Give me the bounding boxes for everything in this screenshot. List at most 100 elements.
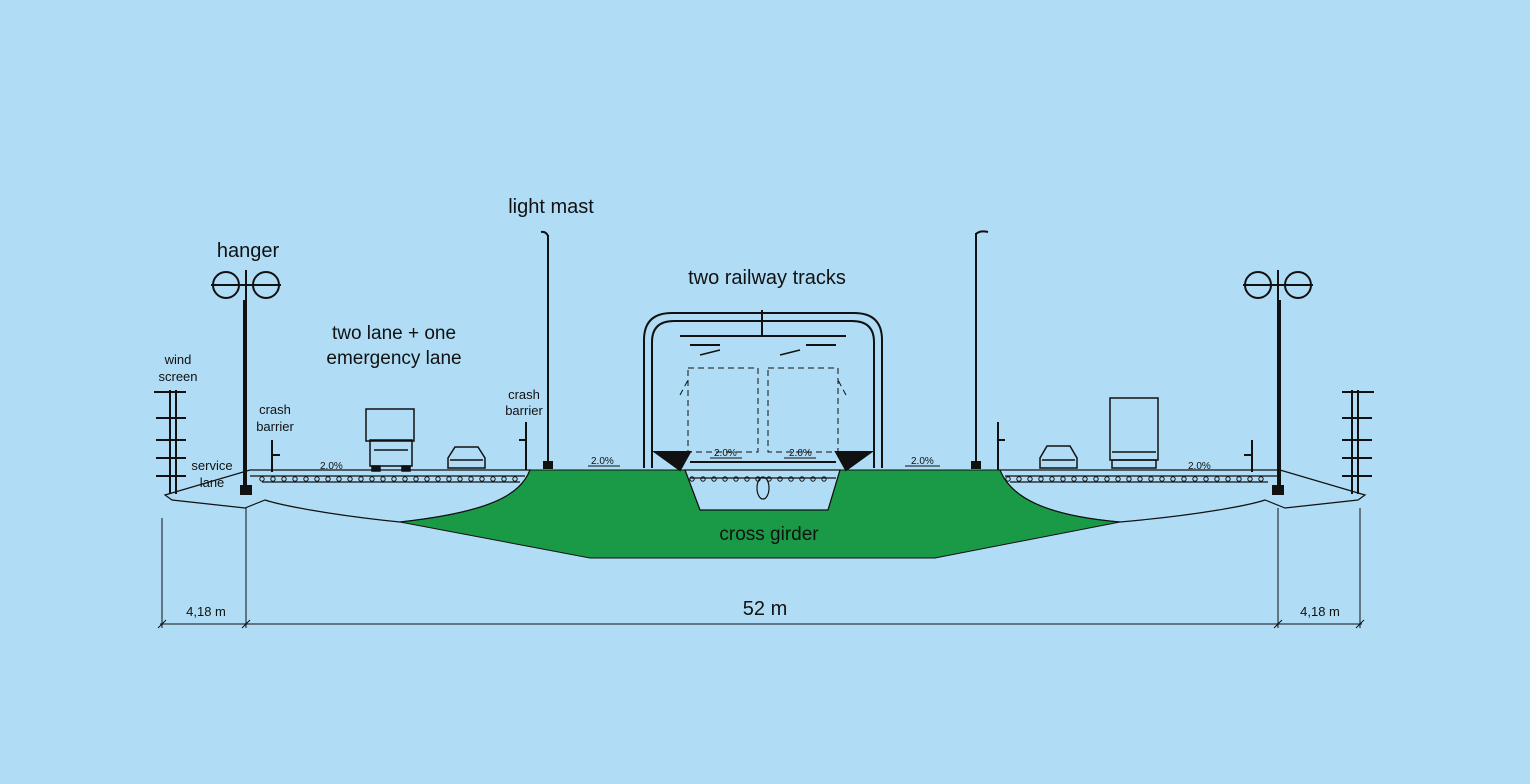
deck-stiffener-mark (777, 476, 783, 482)
slope-label-5: 2.0% (911, 456, 934, 467)
car-right (1039, 445, 1078, 469)
deck-stiffener-marks (259, 476, 1264, 482)
hanger-right (1243, 270, 1313, 495)
deck-stiffener-mark (755, 476, 761, 482)
deck-stiffener-mark (1016, 476, 1022, 482)
deck-stiffener-mark (1115, 476, 1121, 482)
hanger-left (211, 270, 281, 495)
truck-left (365, 408, 415, 472)
slope-markers (312, 457, 1218, 471)
center-box-girder (684, 469, 841, 511)
wind-screen-left (154, 390, 186, 494)
deck-stiffener-mark (1049, 476, 1055, 482)
deck-stiffener-mark (821, 476, 827, 482)
deck-stiffener-mark (810, 476, 816, 482)
light-mast-right (971, 230, 989, 469)
deck-stiffener-mark (281, 476, 287, 482)
deck-stiffener-mark (468, 476, 474, 482)
left-box-girder (163, 469, 531, 523)
slope-label-6: 2.0% (1188, 461, 1211, 472)
slope-label-1: 2.0% (320, 461, 343, 472)
label-hanger: hanger (217, 240, 280, 262)
deck-stiffener-mark (766, 476, 772, 482)
deck-stiffener-mark (733, 476, 739, 482)
deck-stiffener-mark (501, 476, 507, 482)
deck-stiffener-mark (435, 476, 441, 482)
deck-stiffener-mark (1027, 476, 1033, 482)
deck-stiffener-mark (700, 476, 706, 482)
deck-stiffener-mark (1071, 476, 1077, 482)
deck-stiffener-mark (1203, 476, 1209, 482)
deck-stiffener-mark (1192, 476, 1198, 482)
deck-stiffener-mark (369, 476, 375, 482)
crash-barrier-mid-right (997, 422, 1005, 470)
label-crash-barrier-mid-line1: crash (508, 387, 540, 402)
label-crash-barrier-mid-line2: barrier (505, 403, 543, 418)
deck-stiffener-mark (1148, 476, 1154, 482)
deck-stiffener-mark (325, 476, 331, 482)
deck-stiffener-mark (391, 476, 397, 482)
deck-stiffener-mark (402, 476, 408, 482)
deck-stiffener-mark (689, 476, 695, 482)
label-crash-barrier-left-line1: crash (259, 402, 291, 417)
deck-stiffener-mark (1082, 476, 1088, 482)
crash-barrier-left (271, 440, 280, 472)
label-light-mast: light mast (508, 196, 594, 218)
dimension-lines (157, 508, 1365, 629)
deck-stiffener-mark (512, 476, 518, 482)
train-outline (679, 367, 847, 453)
bus-right (1109, 397, 1159, 469)
deck-stiffener-mark (358, 476, 364, 482)
deck-stiffener-mark (336, 476, 342, 482)
deck-stiffener-mark (446, 476, 452, 482)
car-left (447, 446, 486, 469)
label-two-railway-tracks: two railway tracks (688, 267, 846, 289)
railway-catenary-portal (643, 310, 883, 468)
label-crash-barrier-left-line2: barrier (256, 419, 294, 434)
deck-stiffener-mark (1126, 476, 1132, 482)
deck-stiffener-mark (303, 476, 309, 482)
deck-stiffener-mark (1258, 476, 1264, 482)
deck-stiffener-mark (1247, 476, 1253, 482)
label-wind-screen-line1: wind (164, 352, 192, 367)
deck-stiffener-mark (314, 476, 320, 482)
deck-stiffener-mark (413, 476, 419, 482)
deck-stiffener-mark (270, 476, 276, 482)
deck-stiffener-mark (1060, 476, 1066, 482)
deck-stiffener-mark (259, 476, 265, 482)
deck-stiffener-mark (799, 476, 805, 482)
label-wind-screen-line2: screen (158, 369, 197, 384)
dimension-left-edge: 4,18 m (186, 604, 226, 619)
deck-stiffener-mark (1181, 476, 1187, 482)
crash-barrier-right (1244, 440, 1253, 472)
right-box-girder (999, 469, 1367, 523)
deck-stiffener-mark (1170, 476, 1176, 482)
deck-stiffener-mark (1137, 476, 1143, 482)
deck-stiffener-mark (1159, 476, 1165, 482)
slope-label-4: 2.0% (789, 448, 812, 459)
deck-stiffener-mark (457, 476, 463, 482)
deck-stiffener-mark (788, 476, 794, 482)
deck-stiffener-mark (1236, 476, 1242, 482)
dimension-right-edge: 4,18 m (1300, 604, 1340, 619)
deck-stiffener-mark (744, 476, 750, 482)
label-service-lane-line1: service (191, 458, 232, 473)
deck-stiffener-mark (380, 476, 386, 482)
deck-stiffener-mark (722, 476, 728, 482)
deck-stiffener-mark (711, 476, 717, 482)
crash-barrier-mid-left (519, 422, 527, 470)
railway-track-supports (651, 451, 875, 472)
deck-stiffener-mark (292, 476, 298, 482)
deck-stiffener-mark (479, 476, 485, 482)
slope-label-3: 2.0% (714, 448, 737, 459)
label-road-lanes-line2: emergency lane (326, 348, 461, 369)
deck-stiffener-mark (1214, 476, 1220, 482)
deck-stiffener-mark (1038, 476, 1044, 482)
deck-stiffener-mark (347, 476, 353, 482)
deck-stiffener-mark (1104, 476, 1110, 482)
deck-stiffener-mark (1005, 476, 1011, 482)
label-service-lane-line2: lane (200, 475, 225, 490)
deck-stiffener-mark (1225, 476, 1231, 482)
deck-stiffener-mark (424, 476, 430, 482)
